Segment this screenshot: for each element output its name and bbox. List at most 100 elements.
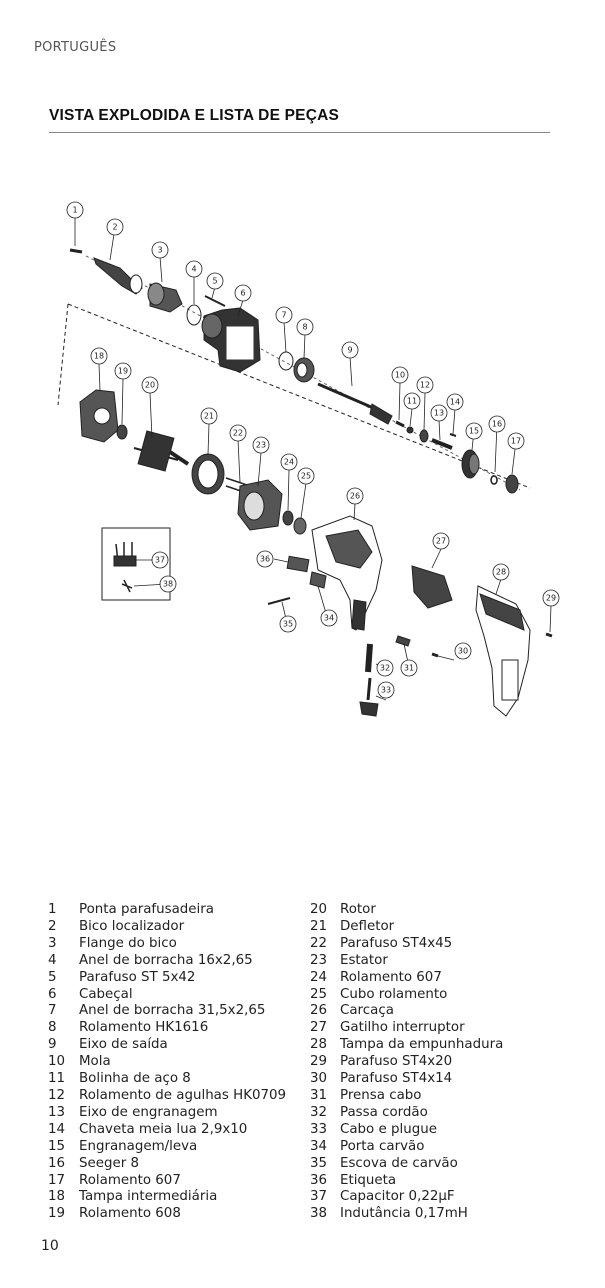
part-name: Tampa intermediária [79,1189,218,1205]
part-name: Porta carvão [340,1138,425,1154]
part-name: Seeger 8 [79,1155,139,1171]
parts-list-item: 32 Passa cordão [310,1105,503,1122]
callout-label: 6 [240,289,245,298]
part-number: 35 [310,1155,328,1171]
parts-list-item: 36 Etiqueta [310,1173,503,1190]
part-30-screw [431,652,439,658]
part-name: Anel de borracha 31,5x2,65 [79,1003,266,1019]
callout-19 [114,362,132,380]
callout-label: 5 [212,277,217,286]
callout-20 [141,376,159,394]
part-number: 14 [48,1121,66,1137]
part-name: Chaveta meia lua 2,9x10 [79,1121,248,1137]
part-number: 12 [48,1087,66,1103]
callout-31 [400,659,418,677]
part-number: 37 [310,1189,328,1205]
part-number: 36 [310,1172,328,1188]
callout-22 [229,424,247,442]
part-number: 23 [310,952,328,968]
callout-8 [296,318,314,336]
callout-label: 37 [155,556,165,565]
exploded-view-diagram: 1 2 3 4 5 6 7 8 9 10 11 12 13 14 15 16 1… [57,201,560,717]
part-number: 34 [310,1138,328,1154]
part-name: Etiqueta [340,1172,397,1188]
part-number: 24 [310,969,328,985]
callout-15 [465,422,483,440]
part-name: Rolamento 607 [340,969,442,985]
callout-label: 3 [157,246,162,255]
callout-33 [377,681,395,699]
part-name: Gatilho interruptor [340,1020,465,1036]
callout-16 [488,415,506,433]
callout-12 [416,376,434,394]
callout-label: 23 [256,441,266,450]
callout-label: 35 [283,620,293,629]
callout-label: 14 [450,398,460,407]
part-34-brush-holder [309,571,327,589]
callout-label: 27 [436,537,446,546]
callout-38 [159,575,177,593]
part-21-deflector [191,453,225,495]
part-name: Parafuso ST 5x42 [79,969,196,985]
callout-label: 30 [458,647,468,656]
callout-label: 34 [324,614,334,623]
callout-label: 15 [469,427,479,436]
callout-4 [185,260,203,278]
callout-28 [492,563,510,581]
callout-label: 8 [302,323,307,332]
part-number: 16 [48,1155,66,1171]
part-number: 17 [48,1172,66,1188]
part-name: Passa cordão [340,1104,428,1120]
callout-label: 11 [407,397,417,406]
callout-label: 31 [404,664,414,673]
part-35-carbon-brush [267,597,291,605]
callout-label: 36 [260,555,270,564]
part-18-cover [79,389,119,443]
part-number: 19 [48,1206,66,1222]
part-name: Ponta parafusadeira [79,902,214,917]
callout-25 [297,467,315,485]
callout-13 [430,404,448,422]
part-19-bearing [116,424,128,440]
callout-label: 16 [492,420,502,429]
part-16-circlip [490,475,498,485]
language-label: PORTUGUÊS [34,40,117,55]
part-29-screw [545,632,553,638]
callout-17 [507,432,525,450]
callout-9 [341,341,359,359]
callout-label: 33 [381,686,391,695]
callout-37 [151,551,169,569]
part-name: Rolamento HK1616 [79,1020,209,1036]
callout-label: 38 [163,580,173,589]
part-14-key [449,433,457,437]
callout-29 [542,589,560,607]
part-17-bearing [505,474,519,494]
part-15-gear [461,449,480,479]
section-title: VISTA EXPLODIDA E LISTA DE PEÇAS [49,107,340,124]
part-name: Cubo rolamento [340,986,448,1002]
callout-label: 28 [496,568,506,577]
part-number: 31 [310,1087,328,1103]
part-number: 32 [310,1104,328,1120]
part-number: 26 [310,1003,328,1019]
part-24-bearing [282,510,294,526]
part-name: Bico localizador [79,918,185,934]
part-number: 15 [48,1138,66,1154]
callout-label: 7 [281,311,286,320]
